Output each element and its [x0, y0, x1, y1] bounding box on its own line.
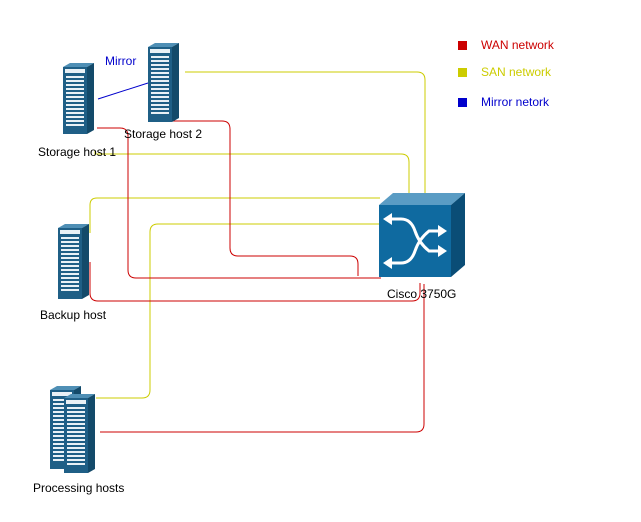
mirror-link: [97, 82, 149, 100]
backup-host-icon: [58, 224, 89, 299]
legend-swatch-wan: [458, 40, 467, 50]
switch-label: Cisco 3750G: [387, 287, 457, 301]
legend-item-mirror: Mirror netork: [458, 95, 549, 109]
legend-swatch-mirror: [458, 97, 467, 107]
san-link-storage1: [94, 150, 410, 196]
wan-link-storage1: [97, 127, 381, 279]
backup-host-label: Backup host: [40, 308, 107, 322]
storage-host-1-icon: [63, 63, 94, 134]
wan-link-backup: [89, 262, 421, 302]
wan-link-storage2: [167, 120, 359, 276]
storage-host-2-label: Storage host 2: [124, 127, 203, 141]
san-link-processing: [96, 223, 382, 399]
legend-label-san: SAN network: [481, 65, 552, 79]
san-link-backup: [89, 197, 380, 233]
legend-label-wan: WAN network: [481, 38, 554, 52]
legend-swatch-san: [458, 67, 467, 77]
legend-item-san: SAN network: [458, 65, 551, 79]
wan-link-processing: [100, 284, 425, 433]
legend-label-mirror: Mirror netork: [481, 95, 550, 109]
network-switch-icon: [379, 193, 465, 277]
processing-hosts-label: Processing hosts: [33, 481, 125, 495]
san-link-storage2: [185, 71, 426, 196]
processing-hosts-icon: [50, 386, 95, 473]
storage-host-1-label: Storage host 1: [38, 145, 117, 159]
legend-item-wan: WAN network: [458, 38, 554, 52]
mirror-link-label: Mirror: [105, 54, 137, 68]
storage-host-2-icon: [148, 43, 179, 122]
